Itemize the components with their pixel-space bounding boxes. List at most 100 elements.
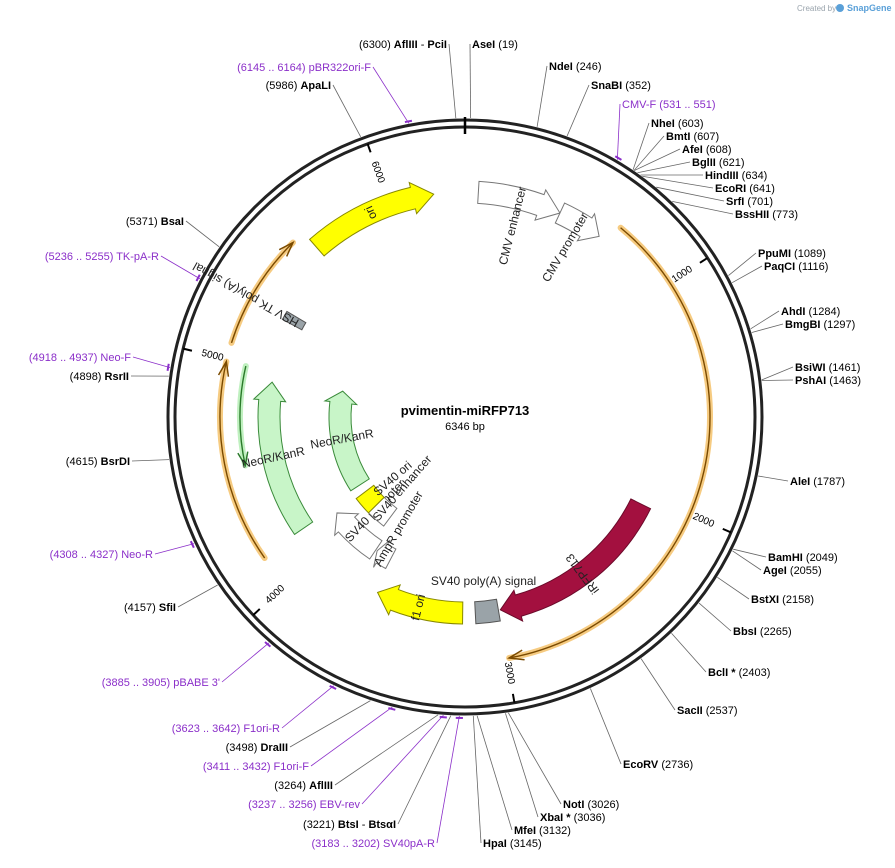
site-label-part: DraIII <box>260 742 288 754</box>
site-leader-line <box>178 585 218 607</box>
site-leader-line <box>477 716 512 830</box>
site-label-part: (1116) <box>795 261 828 273</box>
site-label-part: SrfI <box>726 196 744 208</box>
site-label-part: AleI <box>790 476 810 488</box>
site-label-neo-r: (4308 .. 4327) Neo-R <box>50 549 153 561</box>
site-label-part: (19) <box>495 39 518 51</box>
site-label-bstxi: BstXI (2158) <box>751 594 814 606</box>
site-label-part: ApaLI <box>300 80 331 92</box>
feature-label-sv40-polya: SV40 poly(A) signal <box>431 574 536 588</box>
site-label-part: (608) <box>703 144 732 156</box>
site-label-ndei: NdeI (246) <box>549 61 602 73</box>
site-label-bsshii: BssHII (773) <box>735 209 798 221</box>
site-label-pbr322ori-f: (6145 .. 6164) pBR322ori-F <box>237 62 371 74</box>
site-leader-line <box>133 357 170 368</box>
site-leader-line <box>672 633 706 672</box>
watermark-brand: SnapGene <box>847 3 892 13</box>
site-label-nhei: NheI (603) <box>651 118 704 130</box>
site-leader-line <box>641 659 675 710</box>
site-label-part: pBR322ori-F <box>306 62 372 74</box>
primer-mark <box>405 121 412 122</box>
site-label-part: NheI <box>651 118 675 130</box>
site-label-part: SfiI <box>159 602 176 614</box>
site-label-sacii: SacII (2537) <box>677 705 738 717</box>
site-label-apali: (5986) ApaLI <box>266 80 331 92</box>
site-leader-line <box>590 688 621 764</box>
site-label-paqci: PaqCI (1116) <box>764 261 828 273</box>
orf-group <box>219 228 710 660</box>
site-label-part: (773) <box>769 209 798 221</box>
site-label-part: BmtI <box>666 131 690 143</box>
site-label-asei: AseI (19) <box>472 39 518 51</box>
site-label-draiii: (3498) DraIII <box>226 742 288 754</box>
site-leader-line <box>437 716 459 843</box>
site-label-snabi: SnaBI (352) <box>591 80 651 92</box>
site-label-part: (2537) <box>703 705 738 717</box>
site-label-bamhi: BamHI (2049) <box>768 552 838 564</box>
site-label-part: (246) <box>573 61 602 73</box>
site-label-ppumi: PpuMI (1089) <box>758 248 826 260</box>
tick-label: 3000 <box>502 661 517 685</box>
site-leader-line <box>335 715 438 785</box>
site-label-part: EBV-rev <box>317 799 361 811</box>
site-leader-line <box>733 549 766 557</box>
site-leader-line <box>637 162 690 173</box>
site-label-rsrii: (4898) RsrII <box>70 371 129 383</box>
site-label-part: F1ori-F <box>271 761 310 773</box>
site-leader-line <box>508 713 561 804</box>
site-label-part: (641) <box>746 183 775 195</box>
site-leader-line <box>155 544 194 554</box>
tick-mark <box>700 258 708 263</box>
site-label-part: (3498) <box>226 742 261 754</box>
site-label-part: (3036) <box>571 812 606 824</box>
site-label-part: (3411 .. 3432) <box>203 761 271 773</box>
site-label-part: HindIII <box>705 170 739 182</box>
site-leader-line <box>634 149 680 171</box>
site-label-afei: AfeI (608) <box>682 144 732 156</box>
site-label-part: (2055) <box>787 565 822 577</box>
site-label-part: (607) <box>690 131 719 143</box>
site-label-mfei: MfeI (3132) <box>514 825 571 837</box>
site-label-part: (1284) <box>805 306 840 318</box>
site-leader-line <box>282 686 334 728</box>
site-leader-line <box>362 715 443 804</box>
site-label-part: (5986) <box>266 80 301 92</box>
site-label-part: (3183 .. 3202) <box>311 838 380 850</box>
site-label-part: pBABE 3' <box>170 677 220 689</box>
site-label-part: RsrII <box>105 371 129 383</box>
site-label-hindiii: HindIII (634) <box>705 170 767 182</box>
site-label-part: BstXI <box>751 594 779 606</box>
site-label-part: (1463) <box>826 375 861 387</box>
site-label-bbsi: BbsI (2265) <box>733 626 792 638</box>
site-label-bmgbi: BmgBI (1297) <box>785 319 855 331</box>
site-label-part: HpaI <box>483 838 507 850</box>
site-group: (6300) AflIII - PciI AseI (19) NdeI (246) S… <box>29 39 861 850</box>
feature-sv40-polya <box>475 599 501 623</box>
site-leader-line <box>132 460 169 461</box>
snapgene-logo-icon <box>836 4 844 12</box>
tick-label: 6000 <box>369 160 387 185</box>
site-label-part: (531 .. 551) <box>656 99 715 111</box>
site-label-part: XbaI * <box>540 812 571 824</box>
site-label-part: (2049) <box>803 552 838 564</box>
site-label-part: NdeI <box>549 61 573 73</box>
site-label-alei: AleI (1787) <box>790 476 845 488</box>
site-label-part: (4157) <box>124 602 159 614</box>
site-leader-line <box>758 476 788 481</box>
site-label-afliii-pcii: (6300) AflIII - PciI <box>359 39 447 51</box>
site-label-part: (352) <box>622 80 651 92</box>
site-label-part: Neo-R <box>118 549 153 561</box>
site-leader-line <box>311 707 392 766</box>
site-label-part: PaqCI <box>764 261 795 273</box>
primer-mark <box>615 156 621 160</box>
site-label-btsi: (3221) BtsI - BtsαI <box>303 819 396 831</box>
site-label-part: (4615) <box>66 456 101 468</box>
site-leader-line <box>567 85 589 136</box>
site-label-part: AgeI <box>763 565 787 577</box>
site-label-part: (3885 .. 3905) <box>102 677 171 689</box>
primer-mark <box>191 541 194 547</box>
site-label-part: - <box>418 39 428 51</box>
site-label-part: (2158) <box>779 594 814 606</box>
tick-mark <box>723 529 731 533</box>
